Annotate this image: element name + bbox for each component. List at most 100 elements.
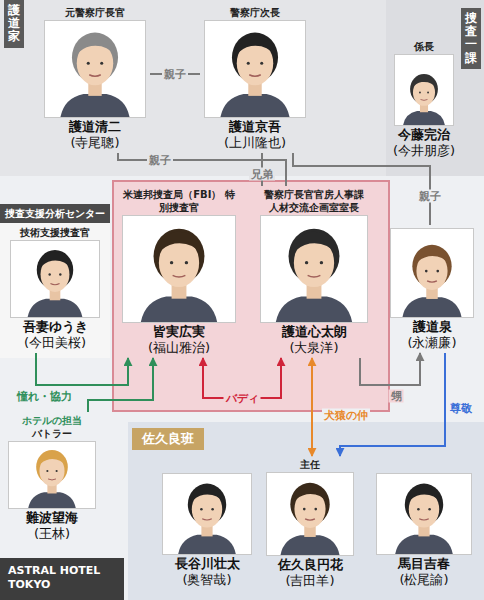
connector-label: 尊敬 [448, 402, 474, 415]
portrait-illustration [261, 216, 367, 322]
hair-front [39, 452, 66, 466]
shoulders [141, 297, 217, 322]
eye [170, 261, 173, 264]
portrait-illustration [163, 474, 251, 554]
eye [436, 270, 439, 273]
hair-front [416, 247, 450, 264]
group-region: 捜査一課係長今藤完治(今井朋彦) [386, 0, 484, 176]
actor-name: (王林) [4, 526, 100, 542]
person-name: 難波望海 [4, 510, 100, 526]
eye [200, 508, 203, 511]
portrait-illustration [45, 21, 145, 117]
mouth [419, 519, 429, 520]
shoulders [402, 297, 461, 317]
hair-front [236, 35, 275, 55]
eye [419, 92, 421, 94]
mouth [89, 75, 101, 76]
portrait-illustration [205, 21, 305, 117]
portrait-frame [260, 215, 368, 323]
actor-name: (今井朋彦) [390, 143, 458, 159]
portrait-illustration [267, 473, 353, 555]
person-name: 長谷川壮太 [158, 556, 256, 572]
eye [211, 508, 214, 511]
role-title: 主任 [262, 458, 358, 471]
mouth [427, 281, 437, 282]
hair-front [76, 35, 115, 55]
person-card: 技術支援捜査官吾妻ゆうき(今田美桜) [6, 224, 104, 353]
eye [314, 508, 317, 511]
actor-name: (吉田羊) [262, 573, 358, 589]
mouth [48, 478, 56, 480]
eye [48, 273, 50, 275]
portrait-frame [162, 473, 252, 555]
portrait-frame [122, 215, 236, 323]
role-title: 米連邦捜査局（FBI） 特別捜査官 [118, 188, 240, 214]
role-title: 技術支援捜査官 [6, 226, 104, 239]
person-name: 護道心太朗 [256, 324, 372, 340]
eye [56, 470, 58, 472]
portrait-illustration [123, 216, 235, 322]
group-region: 佐久良班長谷川壮太(奥智哉)主任佐久良円花(吉田羊)馬目吉春(松尾諭) [128, 422, 484, 600]
role-title: ホテルの担当 [4, 414, 100, 427]
person-name: 皆実広実 [118, 324, 240, 340]
person-card: 長谷川壮太(奥智哉) [158, 470, 256, 590]
mouth [173, 275, 186, 277]
connector [88, 358, 153, 412]
connector-label: 親子 [417, 190, 443, 203]
eye [185, 261, 188, 264]
eye [427, 92, 429, 94]
person-card: 主任佐久良円花(吉田羊) [262, 456, 358, 591]
person-card: 馬目吉春(松尾諭) [372, 470, 476, 590]
eye [425, 270, 428, 273]
actor-name: (上川隆也) [200, 135, 310, 151]
connector [360, 353, 420, 385]
group-region: 捜査支援分析センター技術支援捜査官吾妻ゆうき(今田美桜) [0, 204, 110, 358]
eye [417, 508, 420, 511]
portrait-frame [10, 240, 100, 318]
hair-front [191, 486, 224, 503]
portrait-illustration [395, 55, 453, 125]
role-title: 警察庁長官官房人事課 人材交流企画室室長 [256, 188, 372, 214]
hair-front [294, 485, 328, 502]
role-title: 警察庁次長 [200, 6, 310, 19]
eye [260, 62, 263, 65]
portrait-illustration [9, 442, 95, 508]
portrait-frame [394, 54, 454, 126]
hotel-name: ASTRAL HOTEL TOKYO [0, 558, 124, 600]
actor-name: (福山雅治) [118, 340, 240, 356]
person-name: 佐久良円花 [262, 557, 358, 573]
eye [320, 261, 323, 264]
mouth [50, 284, 59, 285]
eye [46, 470, 48, 472]
shoulders [395, 535, 453, 554]
mouth [305, 519, 315, 520]
group-heading: 佐久良班 [132, 428, 204, 450]
actor-name: (永瀬廉) [386, 335, 478, 351]
group-heading: 捜査支援分析センター [0, 204, 110, 223]
portrait-frame [376, 473, 472, 555]
connector-label: 憧れ・協力 [15, 390, 74, 403]
eye [100, 62, 103, 65]
mouth [249, 75, 261, 76]
connector-label: 親子 [162, 68, 188, 81]
shoulders [403, 111, 445, 125]
shoulders [220, 94, 289, 117]
portrait-frame [266, 472, 354, 556]
portrait-illustration [391, 229, 473, 317]
connector-label: 兄弟 [249, 168, 275, 181]
role-title: 係長 [390, 40, 458, 53]
actor-name: (奥智哉) [158, 572, 256, 588]
shoulders [28, 492, 76, 508]
actor-name: (今田美桜) [6, 335, 104, 351]
eye [305, 261, 308, 264]
group-heading: 捜査一課 [461, 8, 481, 69]
hair-front [40, 252, 71, 268]
hair-front [158, 232, 201, 254]
portrait-frame [204, 20, 306, 118]
shoulders [276, 297, 352, 322]
person-card: 警察庁次長護道京吾(上川隆也) [200, 4, 310, 153]
person-name: 今藤完治 [390, 127, 458, 143]
eye [303, 508, 306, 511]
